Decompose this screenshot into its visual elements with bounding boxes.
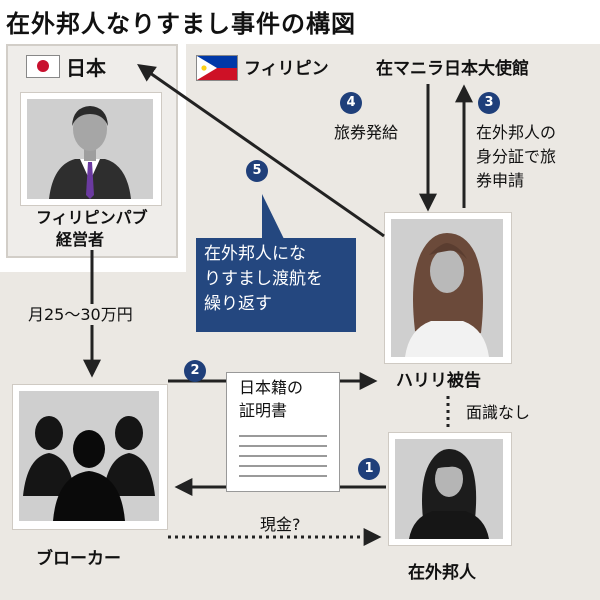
document-rule-4 (239, 465, 327, 467)
document-rule-2 (239, 445, 327, 447)
japan-flag-icon (26, 55, 60, 78)
callout-pointer (262, 194, 284, 239)
pub-owner-card (20, 92, 162, 206)
monthly-pay-label: 月25～30万円 (24, 304, 137, 325)
man-silhouette-icon (27, 99, 153, 199)
step3-note-line3: 券申請 (476, 171, 525, 190)
pub-owner-label-line1: フィリピンパブ (36, 208, 148, 227)
step5-line3: 繰り返す (204, 294, 272, 314)
expat-photo (395, 439, 503, 539)
woman-long-hair-silhouette-icon (391, 219, 503, 357)
step-badge-4: 4 (340, 92, 362, 114)
defendant-label: ハリリ被告 (396, 371, 481, 391)
no-acquaintance-label: 面識なし (466, 403, 531, 422)
document-line1: 日本籍の (239, 378, 304, 397)
expat-card (388, 432, 512, 546)
japan-label: 日本 (66, 56, 106, 80)
broker-card (12, 384, 168, 530)
step3-note-line2: 身分証で旅 (476, 147, 557, 166)
embassy-label: 在マニラ日本大使館 (376, 59, 529, 79)
broker-label: ブローカー (36, 549, 121, 569)
step3-note-line1: 在外邦人の (476, 123, 557, 142)
step5-callout: 在外邦人にな りすまし渡航を 繰り返す (196, 238, 356, 332)
defendant-photo (391, 219, 503, 357)
document-rule-1 (239, 435, 327, 437)
pub-owner-photo (27, 99, 153, 199)
page-title: 在外邦人なりすまし事件の構図 (6, 10, 356, 38)
step5-line1: 在外邦人にな (204, 244, 306, 264)
expat-label: 在外邦人 (408, 563, 476, 583)
step5-line2: りすまし渡航を (204, 269, 323, 289)
cash-label: 現金? (260, 515, 301, 534)
document-rule-3 (239, 455, 327, 457)
document-line2: 証明書 (239, 401, 288, 420)
defendant-card (384, 212, 512, 364)
group-silhouette-icon (19, 391, 159, 521)
woman-silhouette-icon (395, 439, 503, 539)
philippines-label: フィリピン (244, 59, 329, 79)
document-rule-5 (239, 475, 327, 477)
step4-note: 旅券発給 (334, 123, 399, 142)
broker-photo (19, 391, 159, 521)
arrow-defendant-to-japan (137, 63, 385, 238)
step-badge-1: 1 (358, 458, 380, 480)
step-badge-5: 5 (246, 160, 268, 182)
step-badge-2: 2 (184, 360, 206, 382)
pub-owner-label-line2: 経営者 (56, 230, 105, 249)
certificate-document: 日本籍の 証明書 (226, 372, 340, 492)
step-badge-3: 3 (478, 92, 500, 114)
philippines-flag-icon (196, 55, 238, 81)
